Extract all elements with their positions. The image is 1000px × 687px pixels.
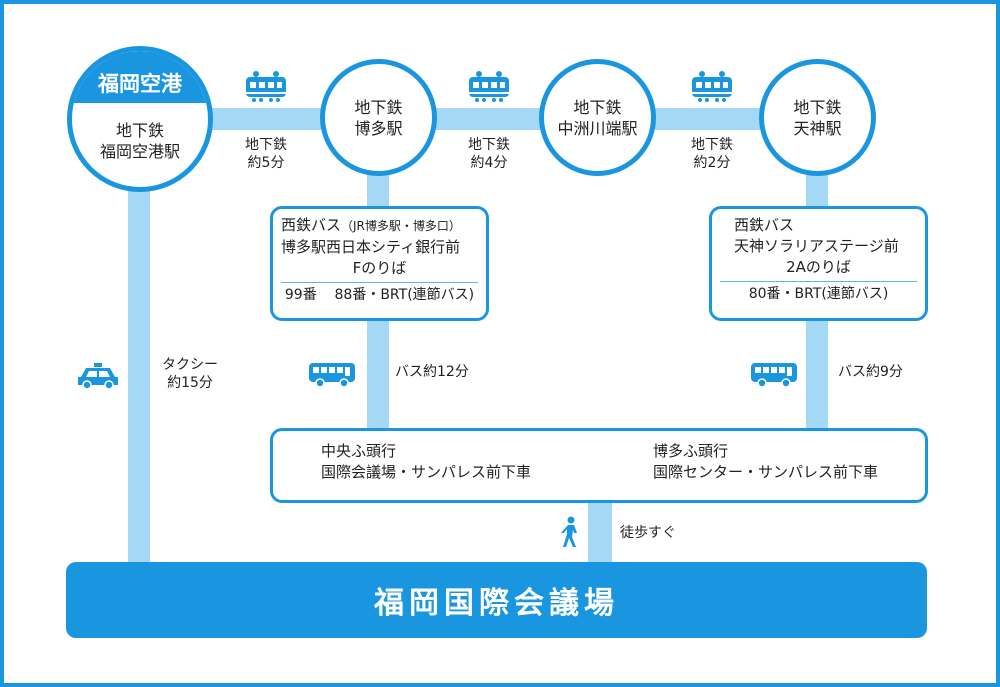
- walking-person-icon: [561, 516, 577, 547]
- bus-time-hakata: バス約12分: [395, 364, 469, 380]
- station-nakasu-kawabata: 地下鉄 中洲川端駅: [539, 59, 656, 176]
- train-icon: [692, 71, 732, 102]
- alight-right: 博多ふ頭行国際センター・サンパレス前下車: [653, 442, 879, 481]
- walk-line: [588, 500, 612, 564]
- bus-platform: Fのりば: [352, 259, 407, 277]
- station-name: 博多駅: [354, 118, 403, 138]
- bus-platform: 2Aのりば: [786, 258, 851, 276]
- bus-icon: [751, 363, 797, 388]
- station-line: 地下鉄: [573, 97, 622, 117]
- bus-stop-name: 天神ソラリアステージ前: [734, 237, 899, 255]
- taxi-route-line: [128, 185, 150, 565]
- taxi-label: タクシー約15分: [162, 357, 218, 391]
- bus-routes: 80番・BRT(連節バス): [720, 281, 917, 305]
- station-name: 中洲川端駅: [557, 118, 638, 138]
- station-line: 地下鉄: [354, 97, 403, 117]
- bus-stop-name: 博多駅西日本シティ銀行前: [281, 238, 461, 256]
- station-tenjin: 地下鉄 天神駅: [759, 59, 876, 176]
- destination-fukuoka-international-congress-center: 福岡国際会議場: [66, 562, 927, 638]
- segment-label: 地下鉄約4分: [468, 137, 510, 171]
- station-line: 地下鉄: [793, 97, 842, 117]
- bus-icon: [309, 363, 355, 388]
- segment-label: 地下鉄約5分: [245, 137, 287, 171]
- segment-label: 地下鉄約2分: [691, 137, 733, 171]
- bus-company: 西鉄バス: [281, 216, 342, 234]
- airport-header: 福岡空港: [72, 51, 208, 103]
- station-name: 福岡空港駅: [99, 142, 180, 161]
- alight-left: 中央ふ頭行国際会議場・サンパレス前下車: [321, 442, 532, 481]
- taxi-icon: [78, 363, 118, 390]
- hakata-bus-stop-box: 西鉄バス（JR博多駅・博多口） 博多駅西日本シティ銀行前 Fのりば 99番 88…: [270, 206, 489, 321]
- bus-alight-box: 中央ふ頭行国際会議場・サンパレス前下車 博多ふ頭行国際センター・サンパレス前下車: [270, 428, 928, 503]
- subway-line: [205, 108, 765, 130]
- bus-time-tenjin: バス約9分: [838, 364, 903, 380]
- station-hakata: 地下鉄 博多駅: [320, 59, 437, 176]
- bus-stop-location: （JR博多駅・博多口）: [341, 219, 461, 233]
- bus-routes: 99番 88番・BRT(連節バス): [281, 282, 478, 306]
- station-name: 天神駅: [793, 118, 842, 138]
- train-icon: [246, 71, 286, 102]
- bus-company: 西鉄バス: [734, 216, 795, 234]
- station-line: 地下鉄: [115, 121, 164, 140]
- train-icon: [469, 71, 509, 102]
- tenjin-bus-stop-box: 西鉄バス 天神ソラリアステージ前 2Aのりば 80番・BRT(連節バス): [709, 206, 928, 321]
- walk-label: 徒歩すぐ: [620, 525, 676, 541]
- station-fukuoka-airport: 福岡空港 地下鉄 福岡空港駅: [67, 46, 213, 192]
